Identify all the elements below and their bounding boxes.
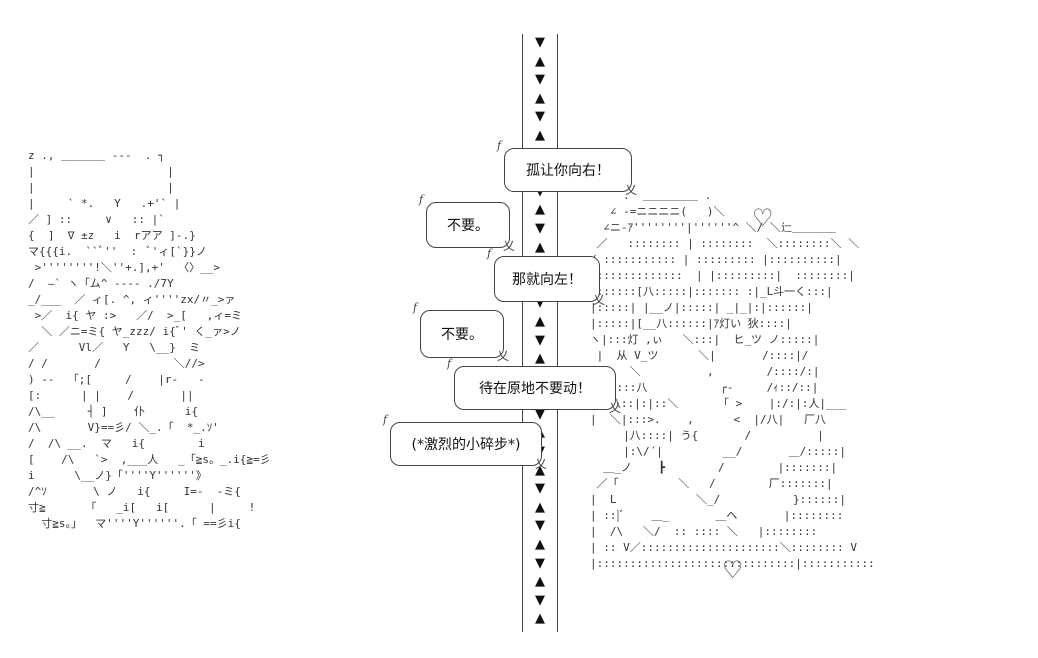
up-arrow-icon: ▲	[535, 499, 545, 515]
ascii-art-line: | :: V／:::::::::::::::::::::＼:::::::: V	[590, 541, 858, 554]
ascii-art-line: / /\ __. マ i{ i	[28, 437, 205, 450]
ascii-art-line: / / / ＼//>	[28, 357, 205, 370]
ascii-art-line: ／「 ＼ / 厂:::::::|	[590, 477, 833, 490]
ascii-art-line: | |	[28, 165, 174, 178]
down-arrow-icon: ▼	[535, 332, 545, 348]
ascii-art-line: ／ Vl／ Y \__} ミ	[28, 341, 201, 354]
ascii-art-line: i \__ノ}「''''Y''''''》	[28, 469, 207, 482]
ascii-art-line: ＼ , /::::/:|	[590, 365, 820, 378]
speech-bubble-stay-still: f 待在原地不要动！ 乂	[447, 357, 621, 415]
up-arrow-icon: ▲	[535, 574, 545, 590]
bubble-text: 不要。	[441, 327, 483, 343]
ascii-art-line: >''''''''!＼''+.],+' 〈〉__>	[28, 261, 220, 274]
ascii-art-line: ／ ] :: ∨ :: |`	[28, 213, 172, 226]
ascii-art-line: |::::::::::::: | |:::::::::| ::::::::|	[590, 269, 855, 282]
ascii-art-line: ∠ニ-ｱ''''''''|''''''^ ＼/ ＼辷＿＿＿＿	[590, 221, 836, 234]
ascii-art-line: /\__ ┤ ] 仆 i{	[28, 405, 198, 418]
ascii-art-line: 寸≧ 「 _i[ i[ | !	[28, 501, 256, 514]
bubble-text: 那就向左！	[512, 272, 582, 288]
ascii-art-line: |:\/´| __/ ＿/:::::|	[590, 445, 847, 458]
ascii-art-line: ) -- 「;[ / |r- -	[28, 373, 205, 386]
ascii-art-line: { ] ∇ ±z i rアア ]-.}	[28, 229, 196, 242]
speech-bubble-refuse-1: f 不要。 乂	[419, 193, 515, 253]
heart-icon: ♡	[752, 204, 774, 232]
down-arrow-icon: ▼	[535, 518, 545, 534]
ascii-art-line: |::::::::::::::::::::::::::::::|::::::::…	[590, 557, 875, 570]
ascii-art-line: / ―` ヽ「ム^ ---- ./7Y	[28, 277, 174, 290]
speech-bubble-go-right: f 孤让你向右！ 乂	[497, 139, 637, 197]
ascii-art-line: z ., ＿＿＿＿ --- . ┐	[28, 149, 165, 162]
up-arrow-icon: ▲	[535, 239, 545, 255]
up-arrow-icon: ▲	[535, 462, 545, 478]
ascii-art-line: |:::::| |__ノ|:::::| _|_|:|::::::|	[590, 301, 813, 314]
ascii-art-line: [ /\ `> ,___人 _「≧s。_.i{≧=彡	[28, 453, 271, 466]
down-arrow-icon: ▼	[535, 481, 545, 497]
up-arrow-icon: ▲	[535, 611, 545, 627]
ascii-art-line: ∠ -=ニニニニ( )＼	[590, 205, 725, 218]
ascii-art-line: | |	[28, 181, 174, 194]
heart-icon: ♡	[722, 556, 744, 584]
bubble-text: (*激烈的小碎步*)	[411, 437, 521, 453]
down-arrow-icon: ▼	[535, 35, 545, 50]
ascii-art-line: /^ｿ \ ノ i{ I=- -ミ{	[28, 485, 241, 498]
ascii-art-line: | ` *. Y .+'` |	[28, 197, 181, 210]
ascii-art-line: |:|::::八 ┌- /ｨ::/::|	[590, 381, 819, 394]
bubble-text: 孤让你向右！	[526, 163, 610, 179]
down-arrow-icon: ▼	[535, 109, 545, 125]
right-ascii-figure: . ＿＿＿＿＿ . ∠ -=ニニニニ( )＼ ∠ニ-ｱ''''''''|''''…	[590, 188, 875, 572]
ascii-art-line: | ::|ﾞ ＿_ ＿ヘ |::::::::	[590, 509, 844, 522]
ascii-art-line: >／ i{ ヤ :> ／/ >_[ ,ィ=ミ	[28, 309, 242, 322]
bubble-text: 待在原地不要动！	[479, 381, 591, 397]
ascii-art-line: |:::::|[__八::::::|ｱ灯い 狄::::|	[590, 317, 792, 330]
up-arrow-icon: ▲	[535, 537, 545, 553]
ascii-art-line: ＿_ノ ┣ / |:::::::|	[590, 461, 838, 474]
ascii-art-line: マ{{{i. ``ﾞ'' : ﾞ'ィ[`}}ノ	[28, 245, 207, 258]
ascii-art-line: 寸≧s。」 マ''''Y''''''.「 ==彡i{	[28, 517, 241, 530]
ascii-art-line: / ::::::::::: | ::::::::: |::::::::::|	[590, 253, 842, 266]
speech-bubble-refuse-2: f 不要。 乂	[413, 301, 509, 363]
ascii-art-line: [: | | / ||	[28, 389, 194, 402]
down-arrow-icon: ▼	[535, 592, 545, 608]
ascii-art-line: | ＼|:::>. , < |/八| 厂八	[590, 413, 827, 426]
ascii-art-line: |八::::| う{ / |	[590, 429, 824, 442]
down-arrow-icon: ▼	[535, 295, 545, 311]
ascii-art-line: /\ V}==彡/ ＼_.「 *_.ｿ'	[28, 421, 219, 434]
down-arrow-icon: ▼	[535, 406, 545, 422]
down-arrow-icon: ▼	[535, 220, 545, 236]
ascii-art-line: |:|八::|:|::＼ 「 > |:/:|:人|___	[590, 397, 846, 410]
up-arrow-icon: ▲	[535, 53, 545, 69]
ascii-art-line: | L ＼_/ }::::::|	[590, 493, 847, 506]
down-arrow-icon: ▼	[535, 72, 545, 88]
ascii-art-line: . ＿＿＿＿＿ .	[590, 189, 712, 202]
up-arrow-icon: ▲	[535, 127, 545, 143]
down-arrow-icon: ▼	[535, 555, 545, 571]
up-arrow-icon: ▲	[535, 313, 545, 329]
speech-bubble-go-left: f 那就向左！ 乂	[487, 247, 605, 307]
up-arrow-icon: ▲	[535, 351, 545, 367]
arrow-column: ▼▲▼▲▼▲▼▲▼▲▼▲▼▲▼▲▼▲▼▲▼▲▼▲▼▲▼▲▼▲▼▲	[522, 34, 558, 632]
left-ascii-figure: z ., ＿＿＿＿ --- . ┐ | | | | | ` *. Y .+'` …	[28, 148, 271, 532]
speech-bubble-small-steps: f (*激烈的小碎步*) 乂	[383, 413, 547, 471]
ascii-art-line: ヽ|:::灯 ,ぃ ＼:::| ヒ_ツ ノ:::::|	[590, 333, 820, 346]
up-arrow-icon: ▲	[535, 90, 545, 106]
ascii-art-line: | 从 V_ツ ＼| /::::|/	[590, 349, 809, 362]
bubble-text: 不要。	[447, 218, 489, 234]
ascii-art-line: |::::::[八:::::|::::::: :|_L斗一く:::|	[590, 285, 833, 298]
ascii-art-line: | /\ ＼/ :: :::: ＼ |::::::::	[590, 525, 818, 538]
ascii-art-line: ／ :::::::: | :::::::: ＼::::::::＼ ＼	[590, 237, 860, 250]
ascii-art-line: ＼ ／ニ=ミ{ ヤ_zzz/ i{ﾞ' く_ァ>ノ	[28, 325, 241, 338]
ascii-art-line: _/___ ／ ィ[. ^, ィ''''zx/〃_>ァ	[28, 293, 236, 306]
up-arrow-icon: ▲	[535, 202, 545, 218]
